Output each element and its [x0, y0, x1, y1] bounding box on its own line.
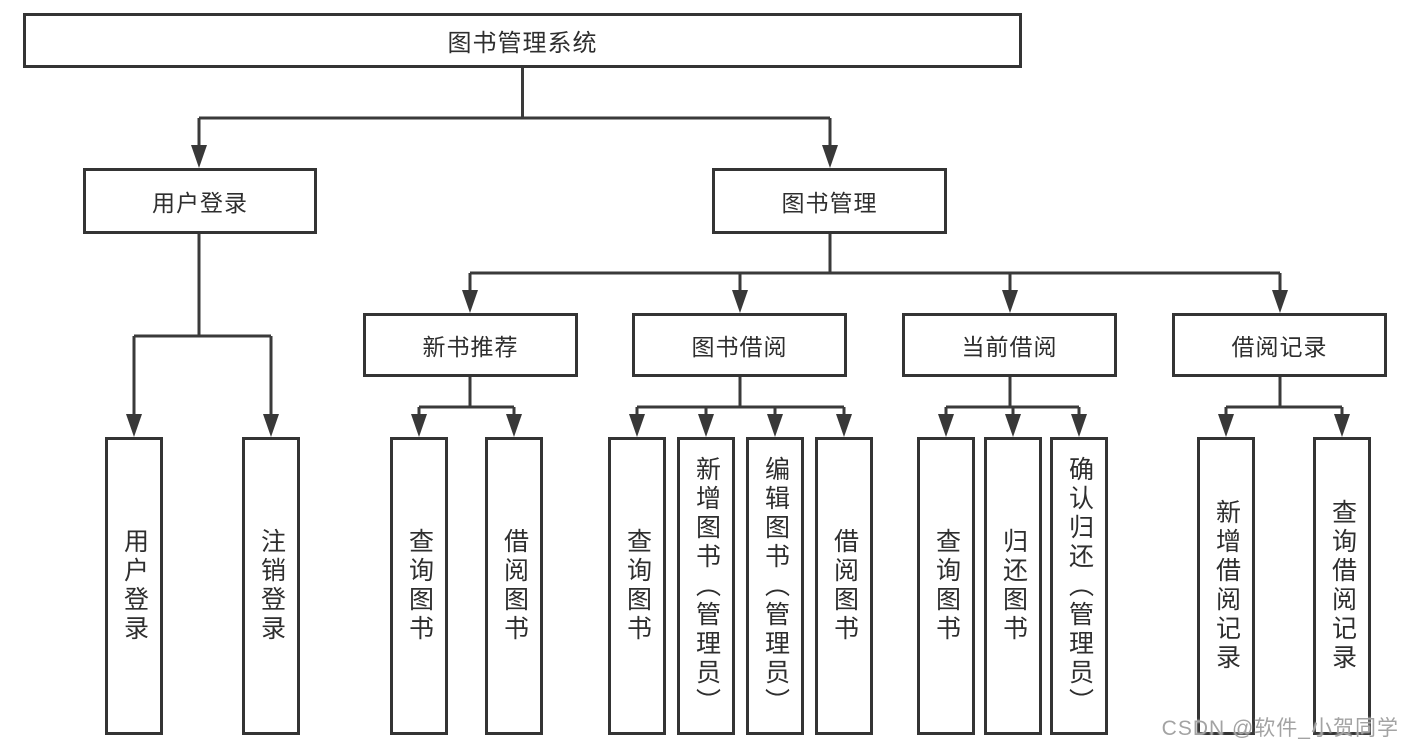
leaf-user-login: 用户登录: [105, 437, 163, 735]
leaf-borrow-book: 借阅图书: [815, 437, 873, 735]
arrowheads: [126, 145, 1350, 437]
leaf-edit-book-admin: 编辑图书（管理员）: [746, 437, 804, 735]
node-book-borrow: 图书借阅: [632, 313, 847, 377]
leaf-query-book-recommend: 查询图书: [390, 437, 448, 735]
node-book-management: 图书管理: [712, 168, 947, 234]
node-user-login: 用户登录: [83, 168, 317, 234]
node-library-management-system: 图书管理系统: [23, 13, 1022, 68]
leaf-query-borrow-record: 查询借阅记录: [1313, 437, 1371, 735]
node-new-book-recommend: 新书推荐: [363, 313, 578, 377]
leaf-add-borrow-record: 新增借阅记录: [1197, 437, 1255, 735]
node-borrow-records: 借阅记录: [1172, 313, 1387, 377]
leaf-borrow-book-recommend: 借阅图书: [485, 437, 543, 735]
node-current-borrow: 当前借阅: [902, 313, 1117, 377]
leaf-logout: 注销登录: [242, 437, 300, 735]
leaf-add-book-admin: 新增图书（管理员）: [677, 437, 735, 735]
leaf-return-book: 归还图书: [984, 437, 1042, 735]
leaf-query-book-borrow: 查询图书: [608, 437, 666, 735]
leaf-query-book-current: 查询图书: [917, 437, 975, 735]
leaf-confirm-return-admin: 确认归还（管理员）: [1050, 437, 1108, 735]
csdn-watermark: CSDN @软件_小贺同学: [1161, 717, 1399, 740]
